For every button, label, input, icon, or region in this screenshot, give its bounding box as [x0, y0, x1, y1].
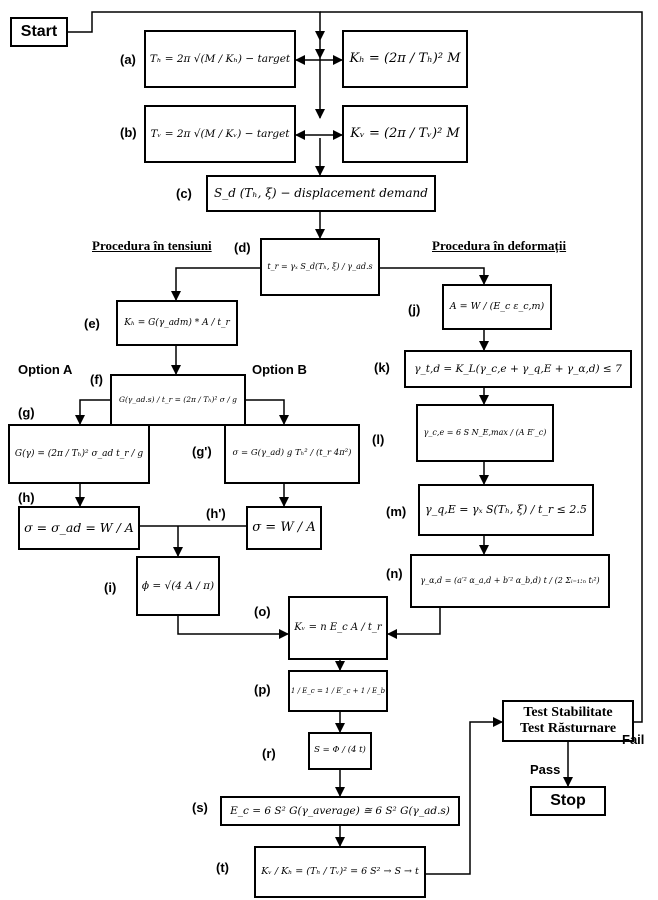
label-g: (g)	[18, 405, 35, 420]
label-j: (j)	[408, 302, 421, 317]
box-p: 1 / E_c = 1 / E′_c + 1 / E_b	[288, 670, 388, 712]
heading-right: Procedura în deformații	[432, 238, 567, 253]
box-i: ϕ = √(4 A / π)	[136, 556, 220, 616]
box-a-left: Tₕ = 2π √(M / Kₕ) − target	[144, 30, 296, 88]
label-n: (n)	[386, 566, 403, 581]
label-e: (e)	[84, 316, 100, 331]
box-s: E_c = 6 S² G(γ_average) ≅ 6 S² G(γ_ad.s)	[220, 796, 460, 826]
label-d: (d)	[234, 240, 251, 255]
wire-fail	[320, 11, 643, 723]
label-t: (t)	[216, 860, 229, 875]
box-j: A = W / (E_c ε_c,m)	[442, 284, 552, 330]
box-o: Kᵥ = n E_c A / t_r	[288, 596, 388, 660]
wire-d-e	[171, 267, 260, 301]
heading-left: Procedura în tensiuni	[92, 238, 212, 253]
box-b-right: Kᵥ = (2π / Tᵥ)² M	[342, 105, 468, 163]
label-o: (o)	[254, 604, 271, 619]
box-g: G(γ) = (2π / Tₕ)² σ_ad t_r / g	[8, 424, 150, 484]
option-b-label: Option B	[252, 362, 307, 377]
fail-label: Fail	[622, 732, 645, 747]
test-line-1: Test Stabilitate	[523, 704, 613, 720]
wire-start	[68, 11, 325, 41]
label-m: (m)	[386, 504, 407, 519]
box-a-right: Kₕ = (2π / Tₕ)² M	[342, 30, 468, 88]
pass-label: Pass	[530, 762, 561, 777]
label-a: (a)	[120, 52, 136, 67]
wire-f-g	[75, 399, 110, 425]
label-b: (b)	[120, 125, 137, 140]
label-i: (i)	[104, 580, 117, 595]
label-h: (h)	[18, 490, 35, 505]
wire-t-test	[426, 717, 503, 875]
option-a-label: Option A	[18, 362, 73, 377]
box-d: t_r = γₓ S_d(Tₕ, ξ) / γ_ad.s	[260, 238, 380, 296]
test-line-2: Test Răsturnare	[519, 721, 617, 736]
box-g2: σ = G(γ_ad) g Tₕ² / (t_r 4π²)	[224, 424, 360, 484]
label-c: (c)	[176, 186, 192, 201]
box-e: Kₕ = G(γ_adm) * A / t_r	[116, 300, 238, 346]
label-l: (l)	[372, 432, 385, 447]
label-f: (f)	[90, 372, 103, 387]
box-b-left: Tᵥ = 2π √(M / Kᵥ) − target	[144, 105, 296, 163]
wire-f-g2	[246, 399, 289, 425]
box-r: S = Φ / (4 t)	[308, 732, 372, 770]
box-h: σ = σ_ad = W / A	[18, 506, 140, 550]
test-box: Test Stabilitate Test Răsturnare	[502, 700, 634, 742]
wire-i-o	[177, 616, 289, 639]
label-r: (r)	[262, 746, 276, 761]
start-box: Start	[10, 17, 68, 47]
label-s: (s)	[192, 800, 208, 815]
box-n: γ_α,d = (a′² α_a,d + b′² α_b,d) t / (2 Σ…	[410, 554, 610, 608]
box-t: Kᵥ / Kₕ = (Tₕ / Tᵥ)² = 6 S² → S → t	[254, 846, 426, 898]
box-f: G(γ_ad.s) / t_r = (2π / Tₕ)² σ / g	[110, 374, 246, 426]
label-g2: (g')	[192, 444, 212, 459]
box-m: γ_q,E = γₓ S(Tₕ, ξ) / t_r ≤ 2.5	[418, 484, 594, 536]
box-k: γ_t,d = K_L(γ_c,e + γ_q,E + γ_α,d) ≤ 7	[404, 350, 632, 388]
wire-n-o	[387, 608, 441, 639]
label-h2: (h')	[206, 506, 226, 521]
wire-d-j	[380, 267, 489, 285]
label-k: (k)	[374, 360, 390, 375]
box-h2: σ = W / A	[246, 506, 322, 550]
box-c: S_d (Tₕ, ξ) − displacement demand	[206, 175, 436, 212]
label-p: (p)	[254, 682, 271, 697]
box-l: γ_c,e = 6 S N_E,max / (A E′_c)	[416, 404, 554, 462]
stop-box: Stop	[530, 786, 606, 816]
